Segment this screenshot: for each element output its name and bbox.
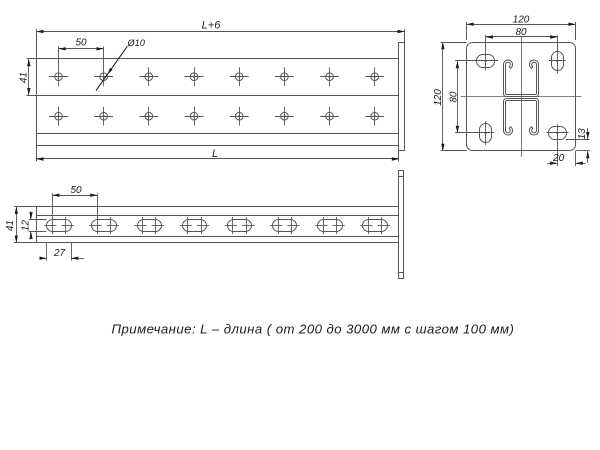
svg-text:L: L	[212, 148, 218, 160]
svg-text:120: 120	[513, 14, 530, 25]
svg-text:50: 50	[70, 185, 82, 196]
svg-text:27: 27	[53, 248, 66, 259]
svg-text:12: 12	[20, 220, 31, 232]
svg-text:Ø10: Ø10	[127, 38, 146, 48]
svg-text:Примечание: L – длина ( от 200: Примечание: L – длина ( от 200 до 3000 м…	[112, 322, 515, 337]
svg-text:L+6: L+6	[202, 20, 222, 32]
svg-text:80: 80	[448, 91, 459, 103]
svg-text:41: 41	[5, 220, 16, 231]
svg-text:80: 80	[515, 27, 527, 38]
svg-text:41: 41	[18, 72, 29, 83]
svg-text:20: 20	[552, 153, 565, 164]
svg-text:120: 120	[433, 89, 444, 106]
svg-text:13: 13	[577, 128, 588, 140]
svg-text:50: 50	[75, 38, 87, 49]
